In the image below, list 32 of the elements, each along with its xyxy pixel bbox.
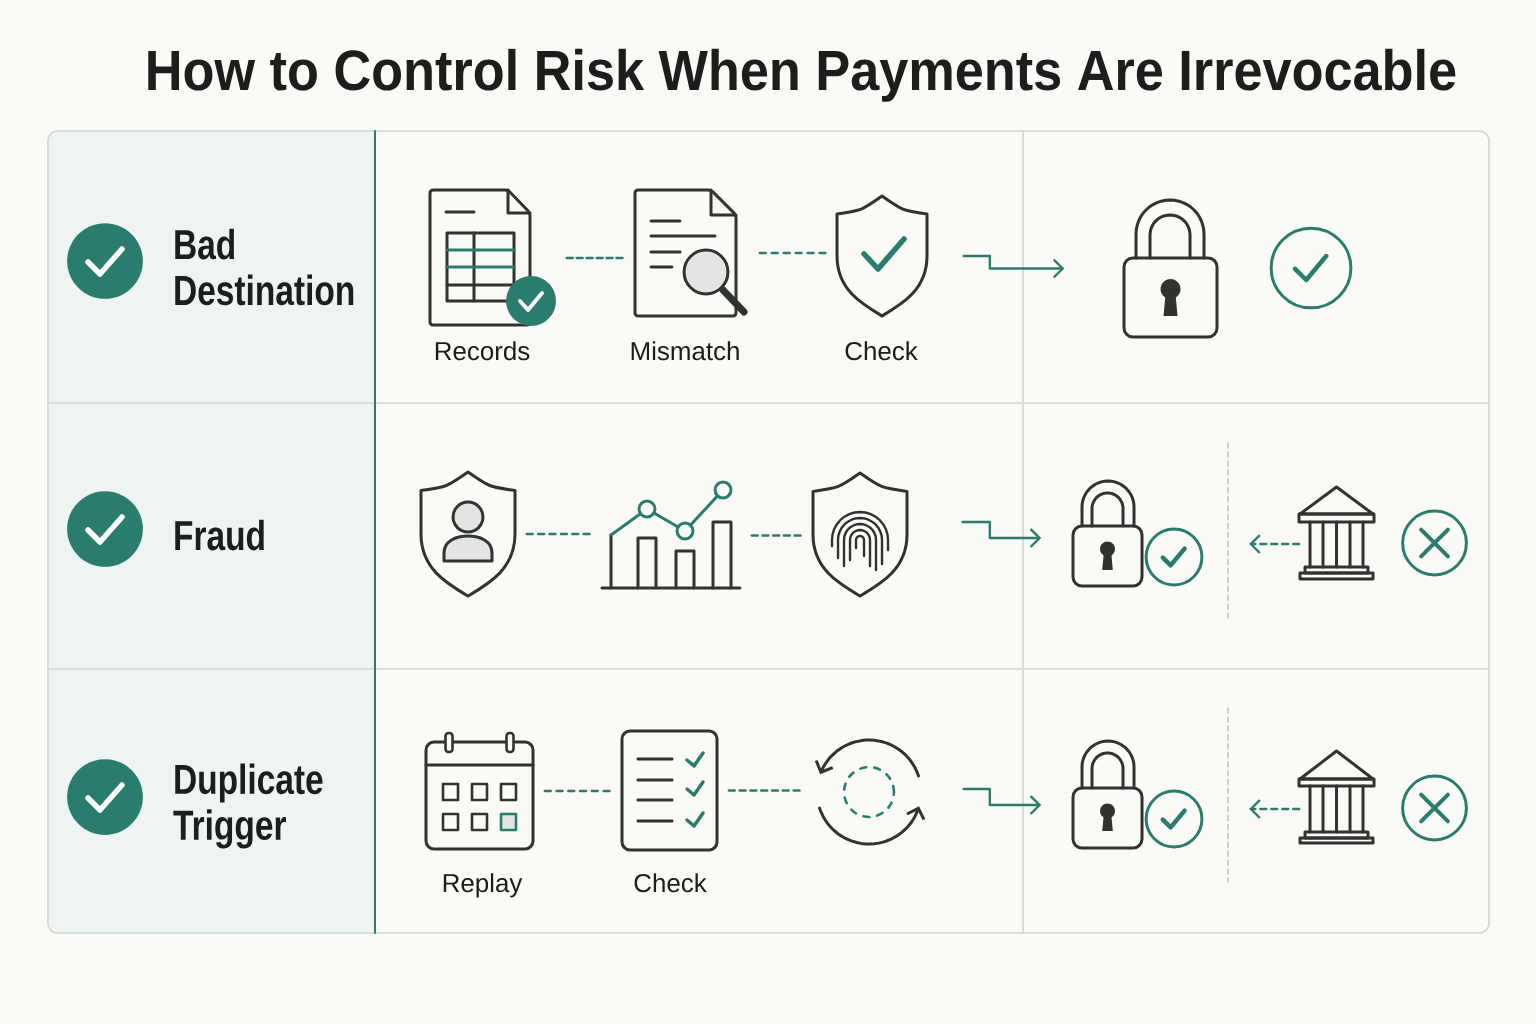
icon-caption: Check xyxy=(845,341,918,361)
dashed-line xyxy=(543,789,612,793)
node-label: Fraud xyxy=(175,519,264,551)
padlock-icon xyxy=(1071,479,1144,588)
dashed-line xyxy=(758,251,828,255)
title: How to Control Risk When Payments Are Irrevocable xyxy=(148,48,1456,102)
node-label: Duplicate Trigger xyxy=(173,763,323,849)
padlock-icon xyxy=(1122,198,1219,339)
arrow xyxy=(962,787,1042,815)
padlock-icon xyxy=(1071,739,1144,850)
bank-icon xyxy=(1297,749,1376,845)
icon-caption: Check xyxy=(634,873,707,893)
dashed-line xyxy=(525,532,592,536)
icon-caption: Replay xyxy=(443,873,523,898)
row-header-cell: Bad Destination xyxy=(49,132,374,402)
arrow xyxy=(1249,534,1301,554)
refresh-icon xyxy=(814,738,926,846)
arrow xyxy=(1249,799,1301,819)
node-label: Bad Destination xyxy=(175,228,354,306)
row-header-cell: Fraud xyxy=(49,404,374,668)
icon-caption: Records xyxy=(435,341,530,361)
user-shield-icon xyxy=(419,470,517,598)
arrow xyxy=(961,520,1042,548)
dashed-line xyxy=(727,789,802,792)
dashed-line xyxy=(750,534,803,537)
dashed-line xyxy=(565,256,625,260)
fingerprint-shield-icon xyxy=(811,471,909,598)
bank-icon xyxy=(1297,485,1376,581)
arrow xyxy=(962,254,1065,279)
row-header-cell: Duplicate Trigger xyxy=(49,670,374,932)
chart-icon xyxy=(600,480,742,590)
icon-caption: Mismatch xyxy=(631,341,739,361)
